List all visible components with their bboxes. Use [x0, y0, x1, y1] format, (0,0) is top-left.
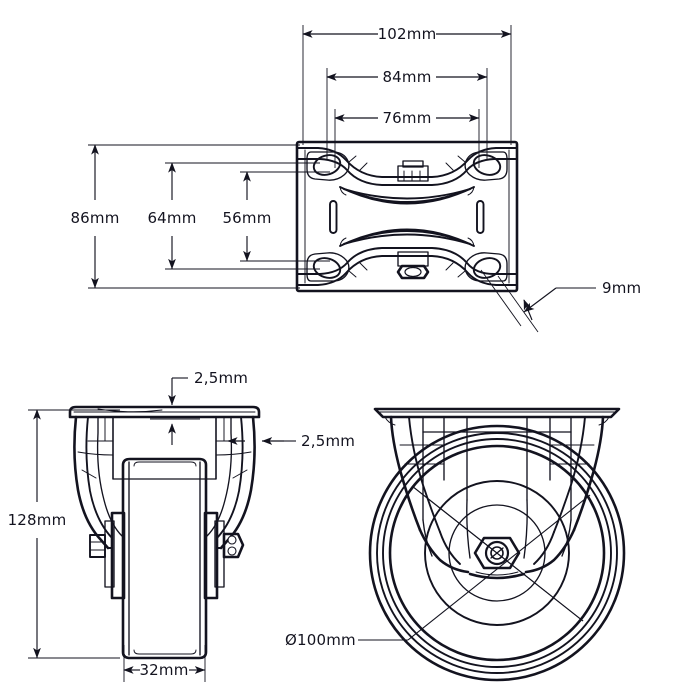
- plate-arc-slots: [339, 186, 475, 247]
- side-axle-assembly: [89, 511, 245, 600]
- dim-label-84mm: 84mm: [382, 68, 431, 86]
- dim-9mm: 9mm: [480, 269, 641, 333]
- dim-label-25mm-top: 2,5mm: [194, 369, 248, 387]
- dim-100mm: Ø100mm: [285, 485, 591, 649]
- dim-32mm: 32mm: [123, 645, 206, 682]
- side-wheel-tread: [121, 457, 208, 660]
- plate-fork-bands: [296, 147, 518, 286]
- dim-label-64mm: 64mm: [147, 209, 196, 227]
- front-wheel: [368, 424, 626, 682]
- dim-label-100mm: Ø100mm: [285, 631, 356, 649]
- dim-label-32mm: 32mm: [139, 661, 188, 679]
- dim-label-56mm: 56mm: [222, 209, 271, 227]
- dim-label-76mm: 76mm: [382, 109, 431, 127]
- front-fork-over-wheel: [418, 499, 576, 574]
- side-plate-edge: [68, 405, 261, 419]
- dim-102mm: 102mm: [302, 25, 512, 145]
- dim-label-102mm: 102mm: [378, 25, 437, 43]
- dim-25mm-side: 2,5mm: [227, 432, 355, 450]
- dim-128mm: 128mm: [8, 409, 120, 659]
- front-plate-edge: [373, 407, 621, 419]
- side-fork-left: [73, 415, 110, 550]
- front-view: Ø100mm: [285, 407, 626, 682]
- dim-86mm: 86mm: [70, 144, 300, 289]
- plate-side-slots: [329, 200, 485, 234]
- dim-label-128mm: 128mm: [8, 511, 67, 529]
- plate-outline: [295, 140, 519, 293]
- front-hub-nut: [468, 536, 526, 580]
- side-fork-right: [219, 415, 256, 550]
- dim-label-25mm-side: 2,5mm: [301, 432, 355, 450]
- dim-label-9mm: 9mm: [602, 279, 641, 297]
- top-plate-view: 102mm 84mm 76mm: [70, 25, 641, 333]
- dim-64mm: 64mm: [147, 162, 320, 270]
- dim-76mm: 76mm: [334, 109, 480, 168]
- axle-bolt-bottom: [396, 251, 430, 280]
- dim-label-86mm: 86mm: [70, 209, 119, 227]
- dim-56mm: 56mm: [222, 171, 330, 262]
- side-view: 2,5mm 2,5mm 128mm: [8, 369, 355, 682]
- dim-25mm-top: 2,5mm: [150, 369, 248, 445]
- axle-bolt-top: [397, 160, 429, 182]
- dim-84mm: 84mm: [326, 68, 488, 160]
